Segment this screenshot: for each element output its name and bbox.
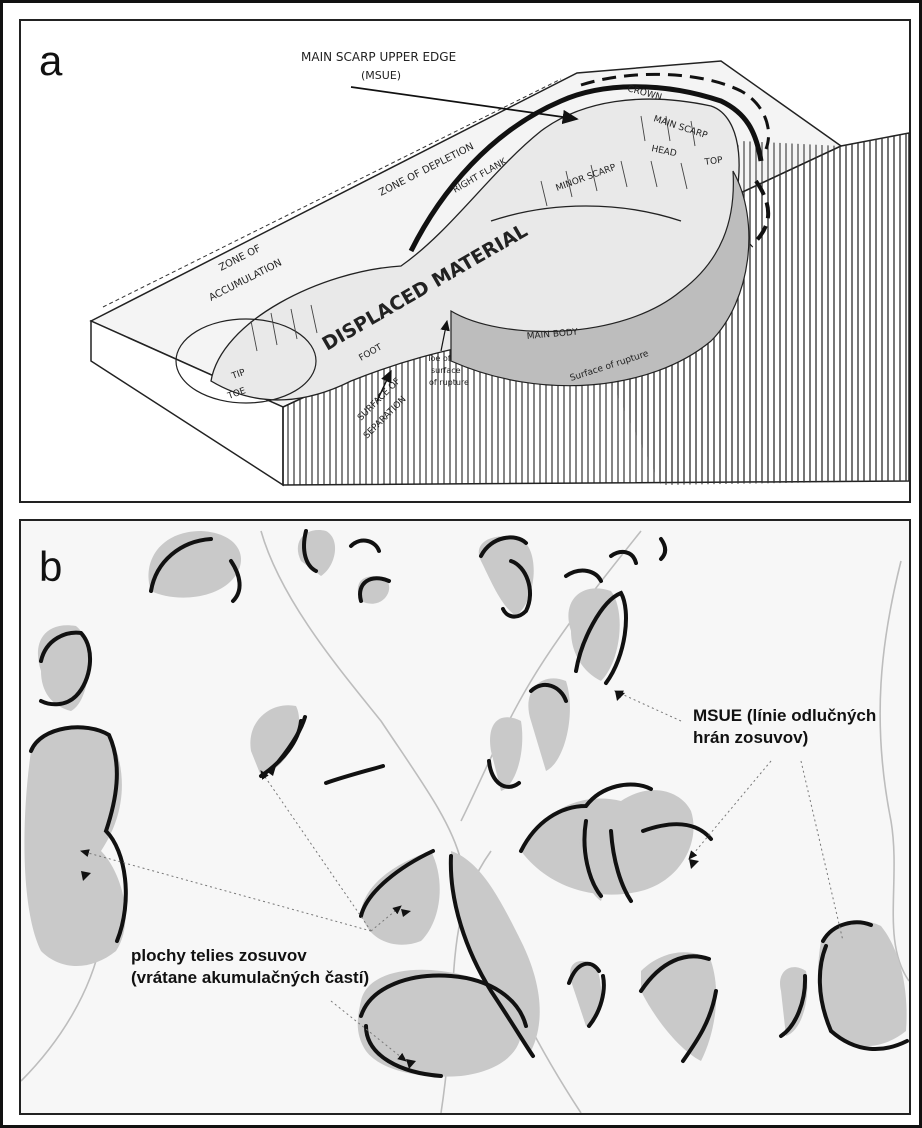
landslide-map: [21, 521, 909, 1113]
landslide-block-diagram: MAIN SCARP UPPER EDGE (MSUE) CROWN MAIN …: [21, 21, 909, 501]
callout-abbrev: (MSUE): [361, 69, 401, 82]
label-surface: surface: [431, 366, 461, 375]
msue-annotation: MSUE (línie odlučných hrán zosuvov): [693, 705, 876, 749]
panel-b-map: b MSUE (línie odlučných hrán zosuvov) pl…: [19, 519, 911, 1115]
label-toe-of: Toe of: [426, 354, 451, 363]
bodies-annotation: plochy telies zosuvov (vrátane akumulačn…: [131, 945, 369, 989]
msue-annotation-line1: MSUE (línie odlučných: [693, 705, 876, 727]
label-of-rupture: of rupture: [429, 378, 469, 387]
bodies-annotation-line2: (vrátane akumulačných častí): [131, 967, 369, 989]
panel-b-label: b: [39, 543, 62, 591]
landslide-bodies: [24, 530, 906, 1077]
bodies-annotation-line1: plochy telies zosuvov: [131, 945, 369, 967]
msue-annotation-line2: hrán zosuvov): [693, 727, 876, 749]
callout-title: MAIN SCARP UPPER EDGE: [301, 50, 456, 64]
panel-a-block-diagram: a: [19, 19, 911, 503]
